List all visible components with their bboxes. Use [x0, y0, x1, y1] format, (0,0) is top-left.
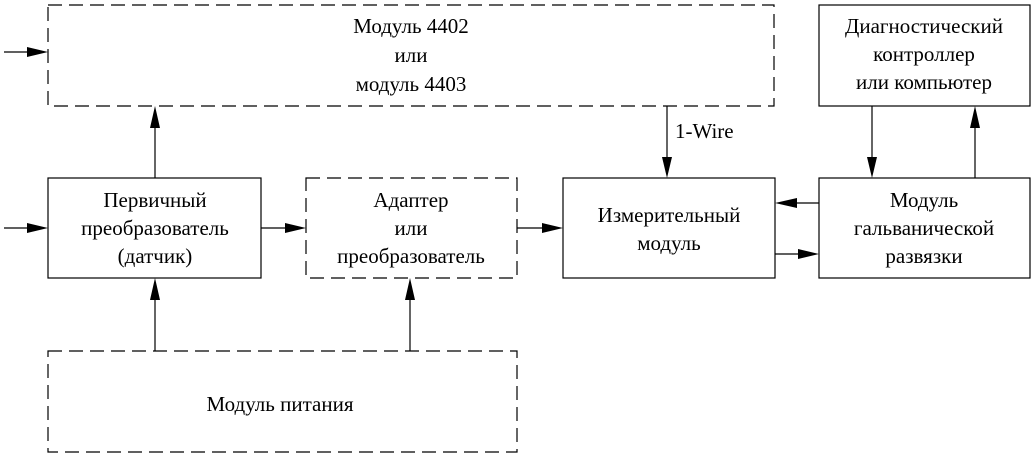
module-4402-or: или [395, 43, 428, 67]
measuring-label-line2: модуль [637, 231, 701, 255]
arrowhead-primary-to-adapter [285, 223, 306, 233]
galvanic-isolation-block [818, 177, 1031, 279]
adapter-label-line3: преобразователь [337, 244, 485, 268]
module-4402-block [47, 4, 775, 107]
arrowhead-power-to-primary [150, 278, 160, 300]
primary-label-line2: преобразователь [81, 216, 229, 240]
arrowhead-galvanic-to-measuring [775, 198, 797, 208]
adapter-label-line1: Адаптер [373, 188, 448, 212]
measuring-module-block [562, 177, 776, 279]
one-wire-label: 1-Wire [675, 119, 734, 143]
diagnostic-label-line1: Диагностический [845, 14, 1003, 38]
arrowhead-measuring-to-galvanic [798, 249, 819, 259]
measuring-label-line1: Измерительный [598, 203, 741, 227]
power-module-block [47, 350, 518, 453]
arrowhead-primary-to-module [150, 106, 160, 128]
primary-label-line1: Первичный [103, 188, 206, 212]
arrowhead-input-primary [27, 223, 48, 233]
primary-label-line3: (датчик) [118, 244, 193, 268]
arrowhead-one-wire [662, 157, 672, 178]
arrowhead-adapter-to-measuring [542, 223, 563, 233]
galvanic-label-line2: гальванической [854, 216, 994, 240]
arrowhead-input-top [27, 47, 48, 57]
module-4402-title: Модуль 4402 [353, 14, 469, 38]
diagnostic-label-line3: или компьютер [856, 70, 992, 94]
power-module-label: Модуль питания [207, 392, 354, 416]
galvanic-label-line3: развязки [885, 244, 962, 268]
galvanic-label-line1: Модуль [890, 188, 958, 212]
primary-transducer-block [47, 177, 262, 279]
arrowhead-diagnostic-to-galvanic [867, 157, 877, 178]
arrowhead-power-to-adapter [405, 278, 415, 300]
diagnostic-label-line2: контроллер [873, 42, 975, 66]
adapter-block [305, 177, 518, 279]
diagnostic-controller-block [818, 4, 1031, 107]
module-4403-title: модуль 4403 [356, 72, 467, 96]
arrowhead-galvanic-to-diagnostic [970, 106, 980, 128]
adapter-label-line2: или [395, 216, 428, 240]
